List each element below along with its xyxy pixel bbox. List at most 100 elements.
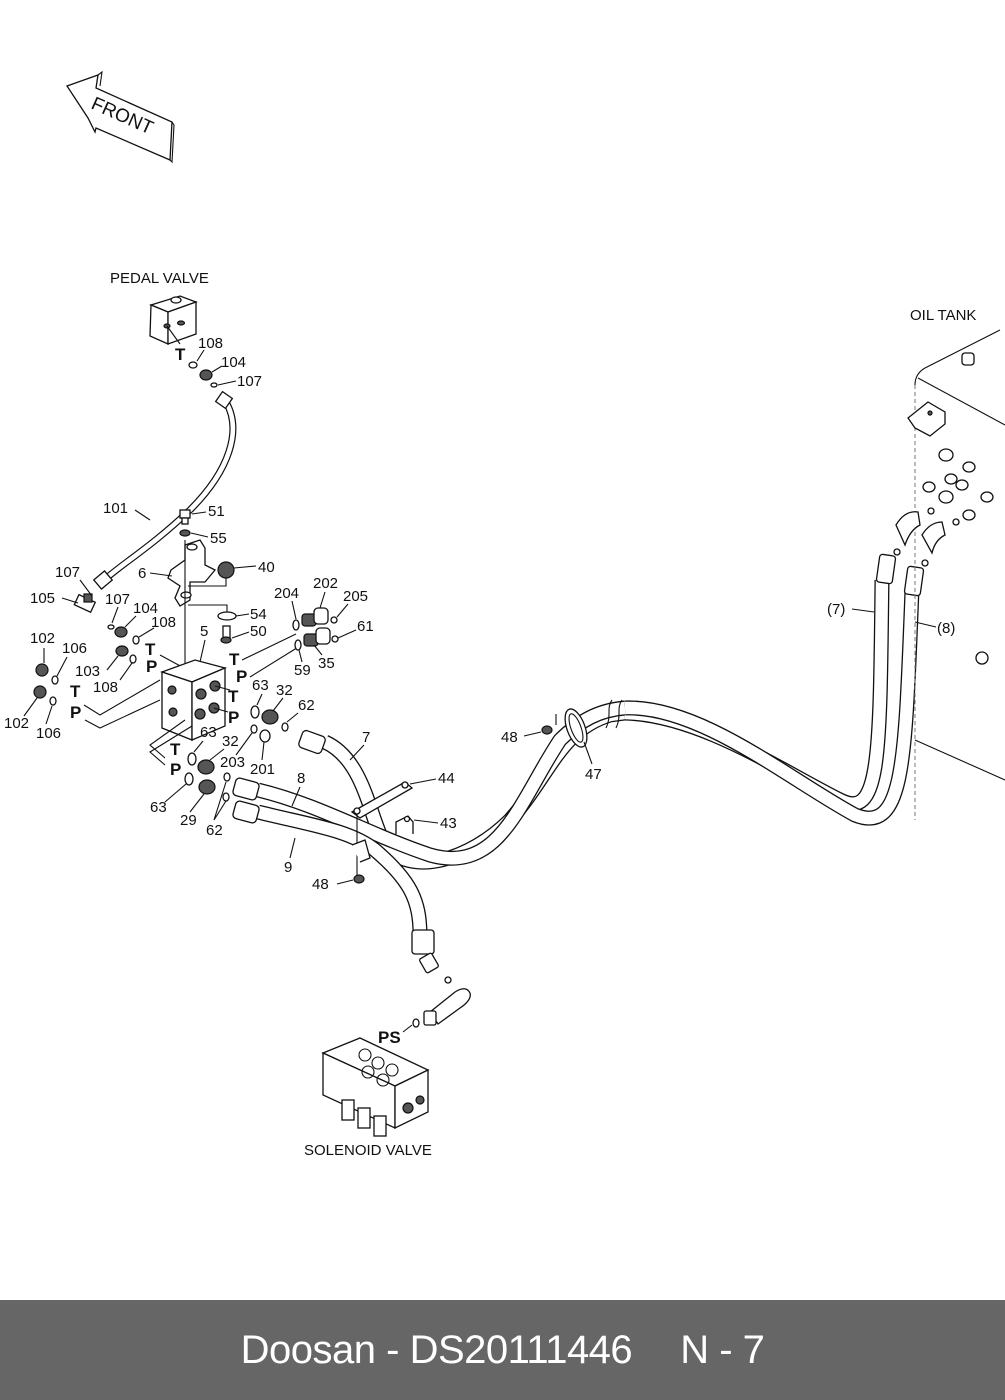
hose-101 bbox=[92, 390, 237, 591]
part-32b-label: 32 bbox=[222, 733, 239, 750]
part-107-label: 107 bbox=[237, 373, 262, 390]
port-label-p1: P bbox=[146, 657, 157, 676]
connector-32a bbox=[261, 709, 279, 725]
washer-55 bbox=[179, 529, 191, 537]
bolt-51-shank bbox=[181, 517, 189, 525]
o-ring-108b bbox=[132, 635, 140, 645]
part-203-label: 203 bbox=[220, 754, 245, 771]
hose-8 bbox=[232, 700, 626, 866]
elbow-35 bbox=[303, 627, 331, 647]
port-label-ps: PS bbox=[378, 1028, 401, 1047]
front-arrow-icon: FRONT bbox=[66, 70, 175, 164]
plug-40 bbox=[217, 561, 235, 579]
o-ring-107b bbox=[107, 624, 115, 630]
port-label-t3: T bbox=[229, 650, 240, 669]
port-label-p2: P bbox=[70, 703, 81, 722]
part-63a-label: 63 bbox=[252, 677, 269, 694]
connector-32b bbox=[197, 759, 215, 775]
solenoid-valve-label: SOLENOID VALVE bbox=[304, 1142, 432, 1159]
part-62b-label: 62 bbox=[206, 822, 223, 839]
part-108-label: 108 bbox=[198, 335, 223, 352]
part-105-label: 105 bbox=[30, 590, 55, 607]
part-50-label: 50 bbox=[250, 623, 267, 640]
part-204-label: 204 bbox=[274, 585, 299, 602]
o-ring-106b bbox=[49, 696, 57, 706]
o-ring-63b bbox=[187, 752, 197, 766]
footer-part-number: DS20111446 bbox=[409, 1327, 633, 1372]
part-55-label: 55 bbox=[210, 530, 227, 547]
part-102a-label: 102 bbox=[30, 630, 55, 647]
part-107c-label: 107 bbox=[105, 591, 130, 608]
pedal-valve bbox=[149, 295, 198, 346]
plug-201 bbox=[259, 729, 271, 743]
fitting-104b bbox=[114, 626, 128, 638]
o-ring-61 bbox=[331, 635, 339, 643]
solenoid-valve bbox=[321, 1037, 430, 1137]
port-label-t2: T bbox=[70, 682, 81, 701]
part-62a-label: 62 bbox=[298, 697, 315, 714]
o-ring-62c bbox=[222, 792, 230, 802]
part-48b-label: 48 bbox=[312, 876, 329, 893]
connector-29 bbox=[198, 779, 216, 795]
o-ring-205 bbox=[330, 616, 338, 624]
oil-tank-label: OIL TANK bbox=[910, 307, 976, 324]
part-8-label: 8 bbox=[297, 770, 305, 787]
port-label-p4: P bbox=[228, 708, 239, 727]
o-ring-63c bbox=[184, 772, 194, 786]
plug-102b bbox=[33, 685, 47, 699]
ref-7-label: (7) bbox=[827, 601, 845, 618]
port-label-pedal-t: T bbox=[175, 345, 186, 364]
part-107b-label: 107 bbox=[55, 564, 80, 581]
elbow-202 bbox=[301, 607, 329, 627]
ref-8-label: (8) bbox=[937, 620, 955, 637]
hoses-to-oil-tank bbox=[605, 553, 925, 826]
part-40-label: 40 bbox=[258, 559, 275, 576]
o-ring-62b bbox=[223, 772, 231, 782]
port-label-t5: T bbox=[170, 740, 181, 759]
part-44-label: 44 bbox=[438, 770, 455, 787]
o-ring-63a bbox=[250, 705, 260, 719]
part-101-label: 101 bbox=[103, 500, 128, 517]
solenoid-fitting bbox=[412, 976, 471, 1028]
clamp-43 bbox=[395, 815, 414, 835]
bracket-6 bbox=[167, 539, 217, 670]
part-103-label: 103 bbox=[75, 663, 100, 680]
footer-separator: - bbox=[386, 1327, 399, 1372]
bolt-48a bbox=[541, 725, 553, 735]
part-51-label: 51 bbox=[208, 503, 225, 520]
port-label-p3: P bbox=[236, 667, 247, 686]
hose-9 bbox=[232, 800, 439, 974]
footer-page-ref: N - 7 bbox=[680, 1327, 765, 1372]
o-ring-108 bbox=[188, 361, 198, 369]
parts-diagram: FRONT PEDAL VALVE T 108 104 107 101 107 … bbox=[4, 70, 1005, 1159]
footer-bar: Doosan - DS20111446 N - 7 bbox=[0, 1300, 1005, 1400]
part-63b-label: 63 bbox=[200, 724, 217, 741]
part-106b-label: 106 bbox=[36, 725, 61, 742]
part-104-label: 104 bbox=[221, 354, 246, 371]
part-108b-label: 108 bbox=[151, 614, 176, 631]
footer-brand: Doosan bbox=[240, 1327, 376, 1372]
part-104b-label: 104 bbox=[133, 600, 158, 617]
part-32a-label: 32 bbox=[276, 682, 293, 699]
part-35-label: 35 bbox=[318, 655, 335, 672]
o-ring-59 bbox=[294, 639, 302, 651]
plug-103 bbox=[115, 645, 129, 657]
o-ring-62a bbox=[281, 722, 289, 732]
part-43-label: 43 bbox=[440, 815, 457, 832]
part-102b-label: 102 bbox=[4, 715, 29, 732]
part-63c-label: 63 bbox=[150, 799, 167, 816]
clamp-bracket-lower bbox=[351, 839, 371, 863]
o-ring-108c bbox=[129, 654, 137, 664]
bolt-51 bbox=[179, 509, 191, 519]
part-5-label: 5 bbox=[200, 623, 208, 640]
clamp-47 bbox=[555, 708, 588, 748]
part-59-label: 59 bbox=[294, 662, 311, 679]
o-ring-106a bbox=[51, 675, 59, 685]
part-7-label: 7 bbox=[362, 729, 370, 746]
bolt-50-head bbox=[220, 636, 232, 644]
part-6-label: 6 bbox=[138, 565, 146, 582]
part-201-label: 201 bbox=[250, 761, 275, 778]
part-29-label: 29 bbox=[180, 812, 197, 829]
part-54-label: 54 bbox=[250, 606, 267, 623]
bolt-50 bbox=[222, 625, 231, 639]
